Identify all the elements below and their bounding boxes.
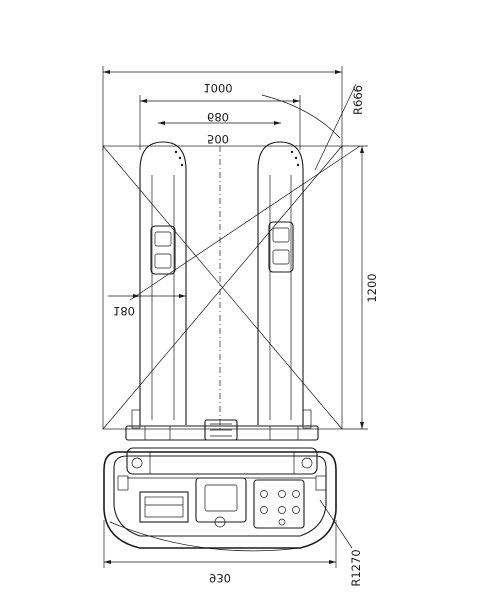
dim-label-680: 680: [207, 110, 229, 124]
dimension-180: 180: [108, 290, 186, 318]
dimension-680: 680: [139, 95, 301, 150]
dim-label-500: 500: [207, 132, 229, 146]
dimension-1000: 1000: [102, 66, 343, 150]
dimension-500: 500: [158, 121, 281, 146]
fork-left: [139, 141, 187, 425]
mast-crossbar: [125, 419, 319, 441]
dimension-1200: 1200: [342, 145, 379, 430]
fork-right: [257, 141, 304, 425]
fork-bracket-left: [131, 409, 141, 429]
control-panel: [253, 479, 305, 529]
fork-bracket-right: [302, 409, 312, 429]
center-housing: [195, 477, 247, 528]
dimension-930: 930: [103, 520, 337, 585]
dim-label-r1270: R1270: [349, 549, 363, 586]
dim-label-1200: 1200: [365, 273, 379, 302]
dim-label-930: 930: [209, 571, 231, 585]
load-platform: [102, 145, 361, 430]
dim-label-1000: 1000: [203, 81, 232, 95]
display-screen: [139, 491, 189, 523]
dim-label-r666: R666: [351, 85, 365, 115]
radius-r1270: R1270: [109, 499, 363, 587]
dim-label-180: 180: [113, 304, 135, 318]
radius-r666: R666: [261, 83, 365, 171]
